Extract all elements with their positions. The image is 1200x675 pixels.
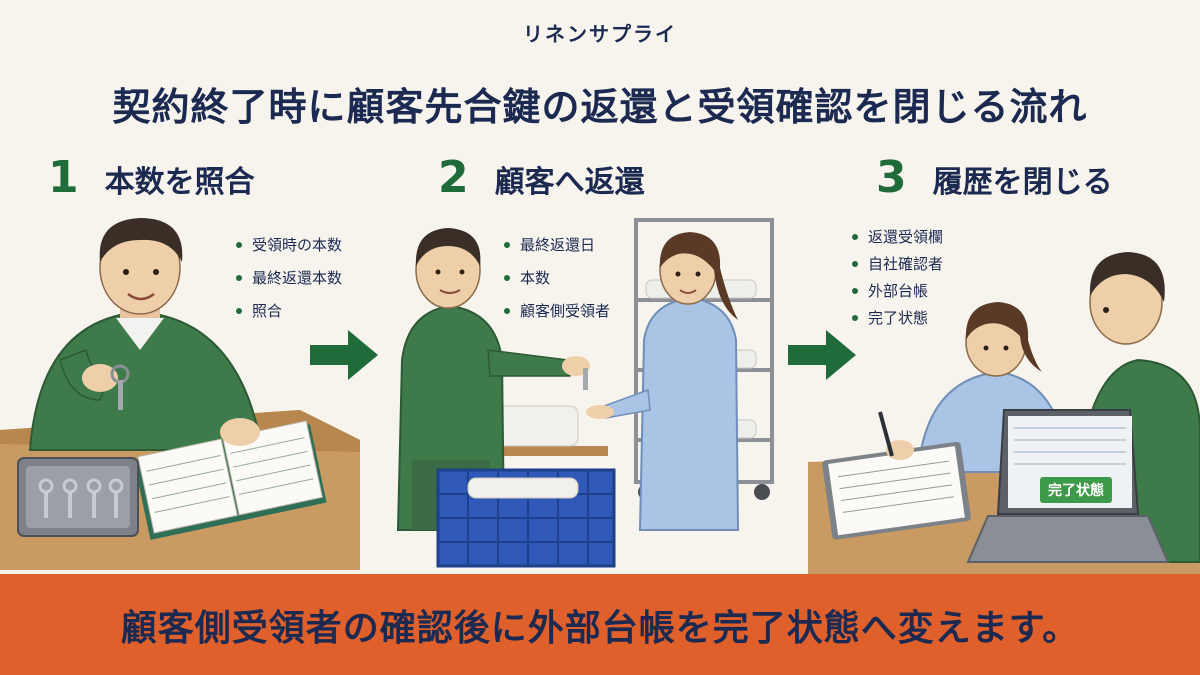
step-2-number: 2 (438, 152, 469, 203)
step-3-heading: 3 履歴を閉じる (876, 152, 1113, 203)
list-item: 最終返還本数 (236, 261, 342, 294)
step-2-label: 顧客へ返還 (494, 165, 645, 200)
step-2-heading: 2 顧客へ返還 (438, 152, 645, 203)
footer-message: 顧客側受領者の確認後に外部台帳を完了状態へ変えます。 (120, 607, 1080, 649)
company-name: リネンサプライ (523, 22, 677, 46)
scene-1-key-count-illustration (0, 218, 360, 570)
list-item: 完了状態 (852, 304, 943, 331)
list-item: 顧客側受領者 (504, 294, 610, 327)
status-badge: 完了状態 (1040, 477, 1112, 503)
step-1-bullets: 受領時の本数 最終返還本数 照合 (236, 228, 342, 327)
step-3-bullets: 返還受領欄 自社確認者 外部台帳 完了状態 (852, 223, 943, 331)
step-3-number: 3 (876, 152, 907, 203)
scene-3-close-record-illustration (808, 252, 1200, 574)
list-item: 本数 (504, 261, 610, 294)
footer-banner: 顧客側受領者の確認後に外部台帳を完了状態へ変えます。 (0, 574, 1200, 675)
arrow-right-icon (310, 330, 378, 380)
list-item: 返還受領欄 (852, 223, 943, 250)
list-item: 受領時の本数 (236, 228, 342, 261)
step-3-label: 履歴を閉じる (932, 165, 1113, 200)
page-title: 契約終了時に顧客先合鍵の返還と受領確認を閉じる流れ (112, 85, 1088, 129)
arrow-right-icon (788, 330, 856, 380)
scene-2-key-return-illustration (396, 218, 774, 568)
list-item: 自社確認者 (852, 250, 943, 277)
step-1-heading: 1 本数を照合 (48, 152, 255, 203)
step-2-bullets: 最終返還日 本数 顧客側受領者 (504, 228, 610, 327)
step-1-number: 1 (48, 152, 79, 203)
list-item: 最終返還日 (504, 228, 610, 261)
list-item: 照合 (236, 294, 342, 327)
step-1-label: 本数を照合 (104, 165, 255, 200)
list-item: 外部台帳 (852, 277, 943, 304)
